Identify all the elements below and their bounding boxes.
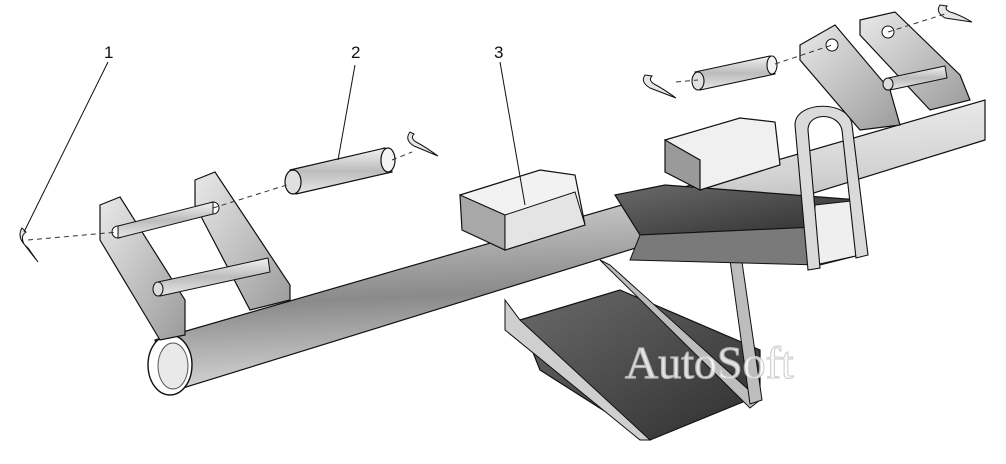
cotter-pin-left (19, 227, 39, 263)
cotter-pin-right-b (937, 4, 973, 23)
callout-2: 2 (351, 43, 360, 62)
left-bracket (99, 171, 291, 341)
cotter-pin-mid (407, 131, 439, 157)
u-bolt (794, 105, 869, 271)
pin-left (284, 147, 396, 195)
cotter-pin-right-a (642, 74, 677, 99)
hitch-beam (614, 184, 861, 266)
right-bracket (799, 11, 971, 131)
watermark-logo: AutoSoft (625, 337, 794, 388)
callout-3: 3 (494, 43, 503, 62)
callout-1: 1 (104, 43, 113, 62)
leader-lines (23, 61, 526, 233)
pin-right (691, 55, 778, 91)
assembly-axis-lines (27, 13, 946, 241)
lower-frame (504, 259, 763, 441)
center-saddle (458, 169, 586, 251)
rear-saddle (664, 117, 781, 191)
